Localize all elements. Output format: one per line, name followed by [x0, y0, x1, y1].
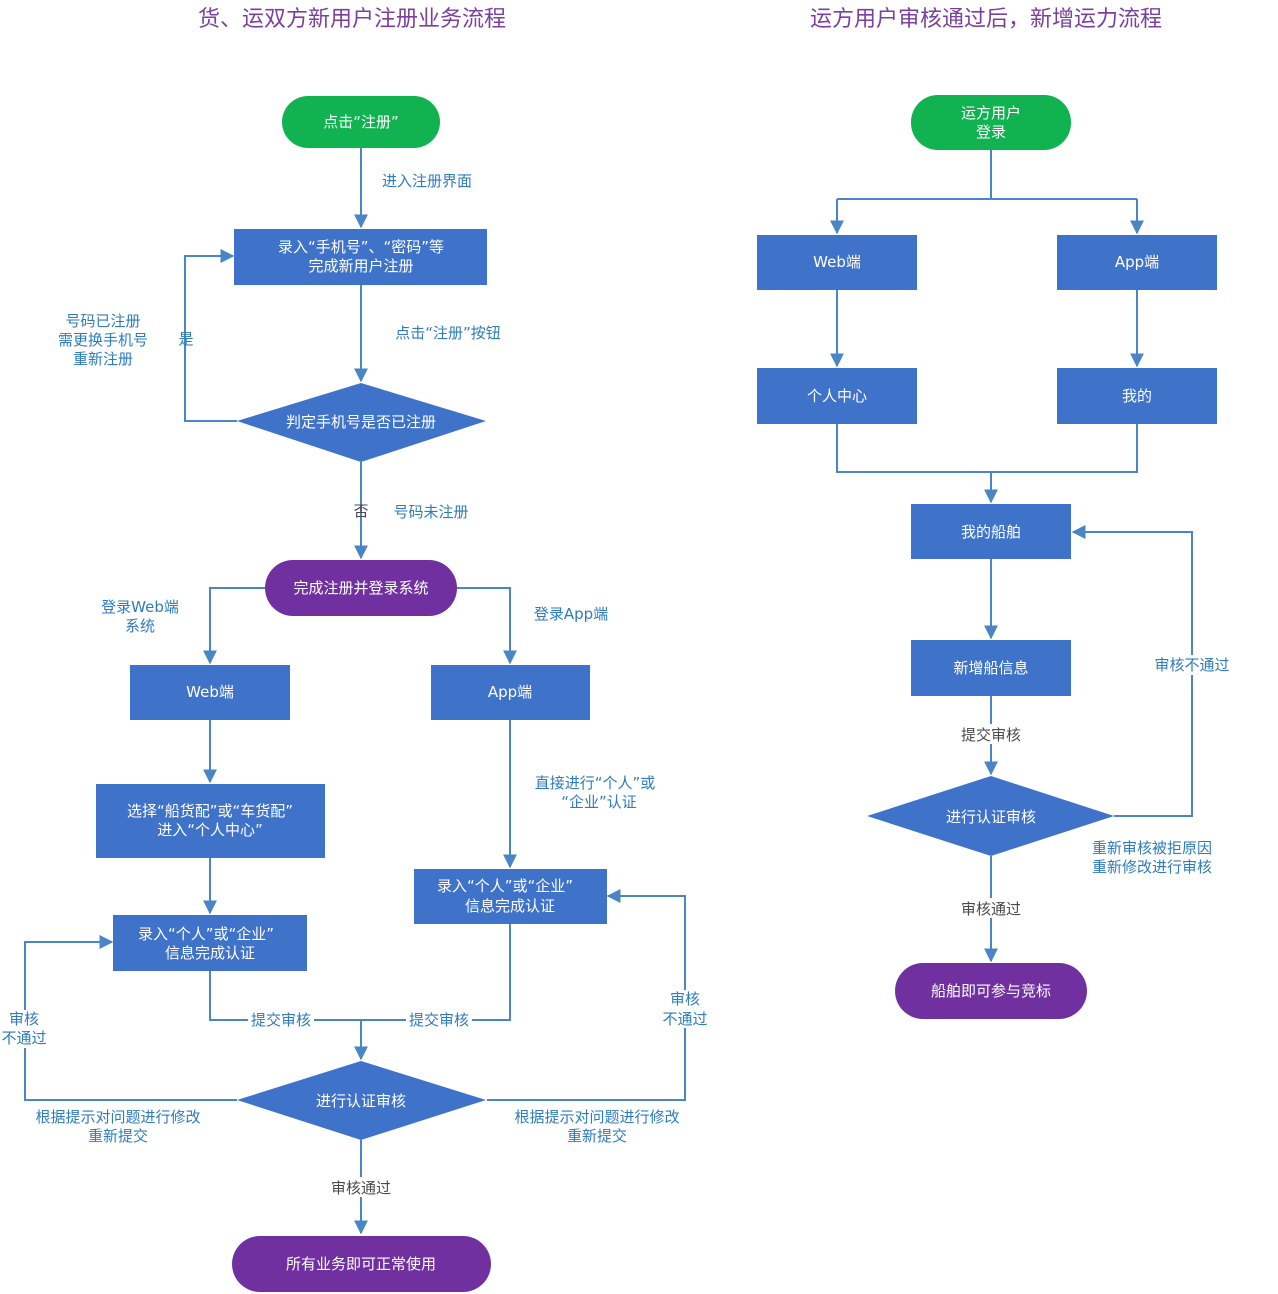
svg-text:新增船信息: 新增船信息 [953, 659, 1028, 677]
svg-text:进入“个人中心”: 进入“个人中心” [157, 821, 263, 839]
right-edges [830, 150, 1193, 963]
left-title: 货、运双方新用户注册业务流程 [198, 7, 506, 32]
label-submit-left: 提交审核 [251, 1011, 311, 1029]
label-r-fix-1: 重新审核被拒原因 [1092, 839, 1212, 857]
svg-text:所有业务即可正常使用: 所有业务即可正常使用 [286, 1255, 436, 1273]
right-addship-node: 新增船信息 [911, 640, 1071, 696]
right-personal-node: 个人中心 [757, 368, 917, 424]
label-direct-1: 直接进行“个人”或 [535, 774, 656, 792]
left-end-node: 所有业务即可正常使用 [232, 1236, 491, 1292]
edge-done-to-web [203, 587, 265, 665]
label-r-fix-2: 重新修改进行审核 [1092, 858, 1212, 876]
edge-done-to-app [457, 587, 517, 665]
svg-text:App端: App端 [1115, 253, 1159, 271]
label-reject-right-2: 不通过 [662, 1010, 707, 1028]
svg-text:进行认证审核: 进行认证审核 [316, 1092, 406, 1110]
edge-appcert-merge [361, 924, 511, 1021]
left-web-node: Web端 [130, 665, 290, 720]
right-title: 运方用户审核通过后，新增运力流程 [810, 7, 1162, 32]
label-no: 否 [353, 502, 368, 520]
left-app-cert-node: 录入“个人”或“企业” 信息完成认证 [414, 869, 607, 924]
label-click-register: 点击“注册”按钮 [395, 324, 501, 342]
svg-text:App端: App端 [488, 683, 532, 701]
svg-text:个人中心: 个人中心 [807, 387, 867, 405]
right-start-node: 运方用户 登录 [911, 95, 1071, 150]
svg-text:信息完成认证: 信息完成认证 [465, 897, 555, 915]
left-verify-node: 进行认证审核 [237, 1061, 486, 1140]
right-web-node: Web端 [757, 235, 917, 290]
svg-text:我的船舶: 我的船舶 [961, 523, 1021, 541]
svg-text:登录: 登录 [976, 123, 1006, 141]
label-reject-left-2: 不通过 [1, 1029, 46, 1047]
label-registered-2: 需更换手机号 [58, 331, 148, 349]
label-reject-right-1: 审核 [670, 990, 700, 1008]
edge-reject-right [487, 889, 686, 1101]
svg-text:完成注册并登录系统: 完成注册并登录系统 [293, 579, 428, 597]
right-end-node: 船舶即可参与竞标 [895, 963, 1087, 1019]
svg-text:点击“注册”: 点击“注册” [323, 113, 399, 131]
label-yes: 是 [178, 330, 193, 348]
edge-registered-loop [184, 249, 237, 422]
label-reject-left-1: 审核 [9, 1010, 39, 1028]
svg-text:船舶即可参与竞标: 船舶即可参与竞标 [931, 982, 1051, 1000]
svg-text:进行认证审核: 进行认证审核 [946, 808, 1036, 826]
right-verify-node: 进行认证审核 [867, 776, 1114, 856]
left-start-node: 点击“注册” [282, 96, 440, 148]
left-check-phone-node: 判定手机号是否已注册 [237, 383, 486, 462]
label-fix-right-1: 根据提示对问题进行修改 [514, 1108, 679, 1126]
label-direct-2: “企业”认证 [561, 793, 637, 811]
label-not-registered: 号码未注册 [393, 503, 468, 521]
svg-text:录入“个人”或“企业”: 录入“个人”或“企业” [437, 877, 573, 895]
label-fix-left-1: 根据提示对问题进行修改 [35, 1108, 200, 1126]
label-fix-right-2: 重新提交 [567, 1127, 627, 1145]
label-enter-page: 进入注册界面 [382, 172, 472, 190]
svg-text:运方用户: 运方用户 [961, 104, 1021, 122]
left-app-node: App端 [431, 665, 590, 720]
label-login-web-2: 系统 [125, 617, 155, 635]
left-done-register-node: 完成注册并登录系统 [265, 560, 457, 616]
svg-text:我的: 我的 [1122, 387, 1152, 405]
right-mine-node: 我的 [1057, 368, 1217, 424]
label-registered-3: 重新注册 [73, 350, 133, 368]
right-labels: 提交审核 审核不通过 重新审核被拒原因 重新修改进行审核 审核通过 [956, 655, 1234, 918]
svg-text:录入“个人”或“企业”: 录入“个人”或“企业” [138, 925, 274, 943]
label-submit-right: 提交审核 [409, 1011, 469, 1029]
label-pass-left: 审核通过 [331, 1179, 391, 1197]
label-registered-1: 号码已注册 [65, 312, 140, 330]
svg-text:信息完成认证: 信息完成认证 [165, 944, 255, 962]
left-enter-info-node: 录入“手机号”、“密码”等 完成新用户注册 [234, 229, 487, 285]
label-fix-left-2: 重新提交 [88, 1127, 148, 1145]
right-app-node: App端 [1057, 235, 1217, 290]
label-r-submit: 提交审核 [961, 726, 1021, 744]
svg-text:判定手机号是否已注册: 判定手机号是否已注册 [286, 413, 436, 431]
left-web-select-node: 选择“船货配”或“车货配” 进入“个人中心” [96, 784, 325, 858]
left-web-cert-node: 录入“个人”或“企业” 信息完成认证 [113, 915, 307, 971]
left-labels: 进入注册界面 点击“注册”按钮 号码已注册 需更换手机号 重新注册 是 否 号码… [1, 172, 709, 1197]
label-login-app: 登录App端 [534, 605, 608, 623]
svg-text:Web端: Web端 [186, 683, 234, 701]
label-login-web-1: 登录Web端 [101, 598, 179, 616]
label-r-reject: 审核不通过 [1154, 656, 1229, 674]
svg-text:完成新用户注册: 完成新用户注册 [308, 257, 413, 275]
svg-text:选择“船货配”或“车货配”: 选择“船货配”或“车货配” [127, 802, 293, 820]
right-myship-node: 我的船舶 [911, 504, 1071, 559]
svg-text:Web端: Web端 [813, 253, 861, 271]
edge-r-merge [836, 424, 1138, 473]
svg-text:录入“手机号”、“密码”等: 录入“手机号”、“密码”等 [278, 238, 444, 256]
label-r-pass: 审核通过 [961, 900, 1021, 918]
